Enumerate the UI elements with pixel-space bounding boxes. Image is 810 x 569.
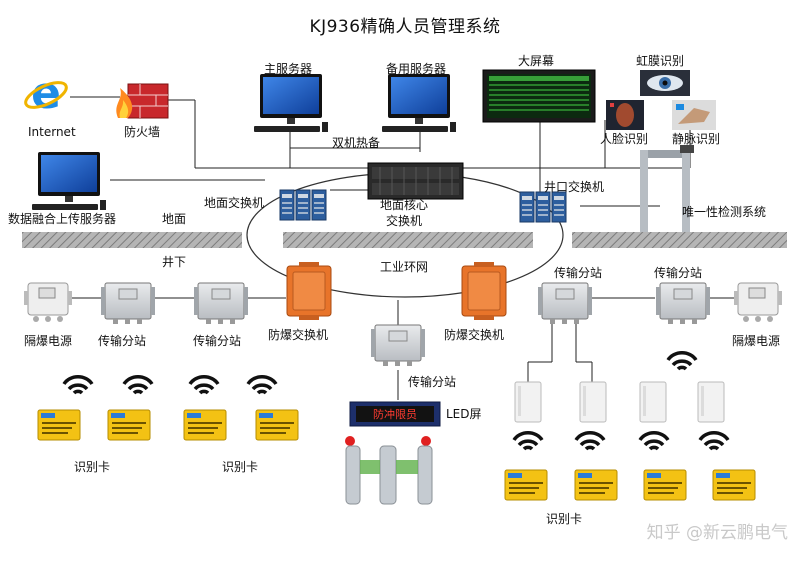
id-card-label-1: 识别卡 (74, 460, 111, 474)
turnstile-icon (345, 436, 433, 505)
signal-wave-icon (666, 351, 698, 371)
signal-wave-icon (574, 431, 606, 451)
page-title: KJ936精确人员管理系统 (309, 17, 501, 37)
transmission-station-3-label: 传输分站 (408, 375, 457, 389)
card-reader-icon (639, 381, 667, 423)
ground-label: 地面 (162, 212, 187, 226)
internet-label: Internet (28, 125, 76, 139)
transmission-station-4-label: 传输分站 (554, 266, 603, 280)
id-card-label-2: 识别卡 (222, 460, 259, 474)
watermark: 知乎 @新云鹏电气 (646, 523, 788, 543)
underground-label: 井下 (162, 255, 187, 269)
led-text: 防冲限员 (373, 407, 417, 421)
card-reader-icon (514, 381, 542, 423)
id-card-icon (37, 409, 81, 441)
core-switch-label-2: 交换机 (386, 214, 423, 228)
transmission-station-5-icon (655, 282, 711, 325)
svg-text:e: e (31, 68, 61, 119)
face-label: 人脸识别 (600, 132, 649, 146)
firewall-label: 防火墙 (124, 125, 161, 139)
vein-label: 静脉识别 (672, 132, 721, 146)
transmission-station-5-label: 传输分站 (654, 266, 703, 280)
card-reader-icon (579, 381, 607, 423)
data-server-label: 数据融合上传服务器 (8, 212, 117, 226)
explosion-proof-switch-left-label: 防爆交换机 (268, 328, 329, 342)
iris-label: 虹膜识别 (636, 54, 685, 68)
transmission-station-4-icon (537, 282, 593, 325)
surface-switch-icon (279, 189, 327, 221)
signal-wave-icon (698, 431, 730, 451)
signal-wave-icon (246, 375, 278, 395)
firewall-icon (116, 83, 169, 119)
transmission-station-2-icon (193, 282, 249, 325)
hot-standby-label: 双机热备 (332, 136, 381, 150)
big-screen-icon (482, 69, 596, 123)
core-switch-label-1: 地面核心 (380, 198, 429, 212)
transmission-station-1-icon (100, 282, 156, 325)
id-card-icon (107, 409, 151, 441)
vein-recognition-icon (672, 100, 716, 130)
transmission-station-1-label: 传输分站 (98, 334, 147, 348)
id-card-icon (504, 469, 548, 501)
led-screen-label: LED屏 (446, 407, 482, 421)
transmission-station-3-icon (370, 324, 426, 367)
signal-wave-icon (512, 431, 544, 451)
detection-gate-icon (640, 145, 694, 232)
surface-switch-label: 地面交换机 (204, 196, 265, 210)
ground-bar-left (22, 232, 242, 248)
id-card-icon (255, 409, 299, 441)
id-card-icon (643, 469, 687, 501)
main-server-icon (254, 74, 328, 132)
core-switch-icon (367, 162, 464, 200)
backup-server-label: 备用服务器 (386, 62, 447, 76)
id-card-icon (574, 469, 618, 501)
ground-bar-right (572, 232, 787, 248)
industrial-ring-label: 工业环网 (380, 260, 429, 274)
power-supply-right-label: 隔爆电源 (732, 334, 781, 348)
card-reader-icon (697, 381, 725, 423)
signal-wave-icon (638, 431, 670, 451)
face-recognition-icon (606, 100, 644, 130)
signal-wave-icon (122, 375, 154, 395)
signal-wave-icon (188, 375, 220, 395)
main-server-label: 主服务器 (264, 62, 313, 76)
id-card-label-3: 识别卡 (546, 512, 583, 526)
transmission-station-2-label: 传输分站 (193, 334, 242, 348)
explosion-proof-switch-right-label: 防爆交换机 (444, 328, 505, 342)
power-supply-left-icon (23, 282, 73, 323)
shaft-switch-label: 井口交换机 (544, 180, 605, 194)
id-card-icon (183, 409, 227, 441)
explosion-proof-switch-right-icon (461, 261, 507, 321)
explosion-proof-switch-left-icon (286, 261, 332, 321)
shaft-switch-icon (519, 191, 567, 223)
data-server-icon (32, 152, 106, 210)
power-supply-right-icon (733, 282, 783, 323)
backup-server-icon (382, 74, 456, 132)
ground-bar-middle (283, 232, 533, 248)
iris-icon (640, 70, 690, 96)
id-card-icon (712, 469, 756, 501)
internet-icon: e (24, 68, 68, 119)
led-screen-icon: 防冲限员 (349, 401, 441, 427)
signal-wave-icon (62, 375, 94, 395)
big-screen-label: 大屏幕 (518, 54, 555, 68)
unique-detection-label: 唯一性检测系统 (682, 205, 767, 219)
power-supply-left-label: 隔爆电源 (24, 334, 73, 348)
